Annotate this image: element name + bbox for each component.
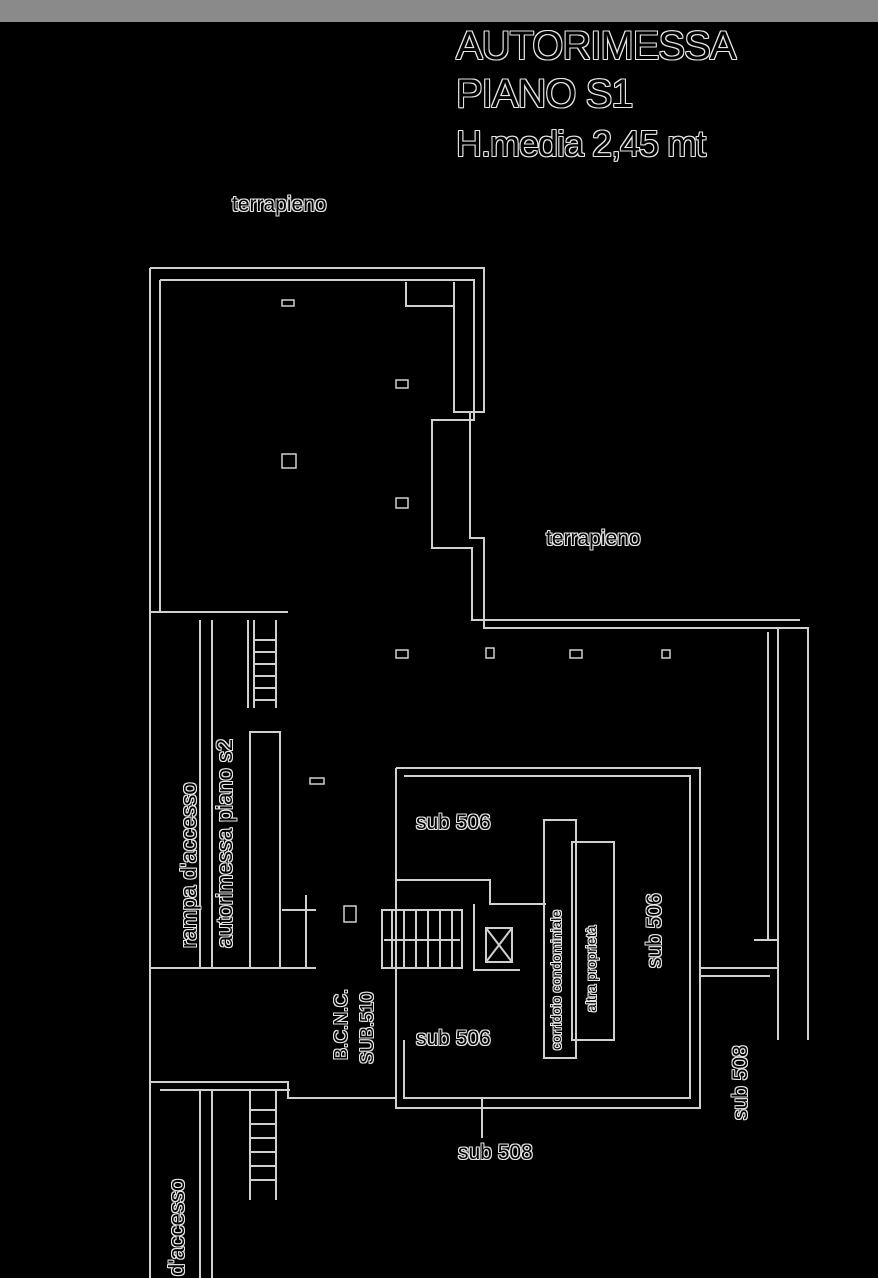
bottom-stair (249, 1090, 277, 1200)
bottom-wall (150, 1081, 700, 1109)
column-9 (309, 777, 325, 785)
column-1 (281, 299, 295, 307)
label-ramp-target: autorimessa piano s2 (212, 738, 237, 948)
plan-height: H.media 2,45 mt (456, 123, 706, 164)
label-other-property: altra proprietà (583, 925, 599, 1012)
ramp-steps (254, 639, 276, 701)
ramp-door (282, 895, 316, 969)
column-3 (281, 453, 297, 469)
core-wall (473, 904, 520, 971)
bottom-ramp-walls (199, 1090, 213, 1278)
column-7 (569, 649, 583, 659)
column-8 (661, 649, 671, 659)
label-terrapieno-right: terrapieno (546, 527, 641, 550)
other-property-outline (571, 841, 615, 1041)
plan-title: AUTORIMESSA (456, 24, 736, 68)
label-sub506-upper: sub 506 (416, 811, 491, 834)
ramp-pillar (249, 731, 281, 969)
label-sub506-lower: sub 506 (416, 1027, 491, 1050)
label-access-bottom: d'accesso (164, 1178, 189, 1276)
plan-floor: PIANO S1 (456, 72, 634, 116)
corridor-outline (543, 819, 577, 1059)
label-terrapieno-top: terrapieno (232, 193, 327, 216)
core-outline (395, 767, 701, 1109)
label-sub508-right: sub 508 (729, 1045, 752, 1120)
notch-wall (453, 282, 474, 413)
label-ramp-access: rampa d'accesso (176, 782, 201, 948)
core-inner (403, 775, 691, 1099)
column-2 (395, 379, 409, 389)
label-bcnc: B.C.N.C. (331, 988, 351, 1060)
column-5 (395, 649, 409, 659)
label-sub506-vertical: sub 506 (643, 893, 666, 968)
label-sub510: SUB.510 (357, 991, 377, 1064)
right-link (700, 939, 779, 977)
column-4 (395, 497, 409, 509)
header-bar (0, 0, 878, 22)
outer-wall (150, 267, 809, 1040)
label-corridor: corridoio condominiale (548, 909, 564, 1050)
elevator (485, 927, 513, 963)
label-sub508-bottom: sub 508 (458, 1141, 533, 1164)
outer-wall-inner (160, 279, 800, 621)
corner-notch (405, 282, 455, 307)
column-10 (343, 905, 357, 923)
stair-box (381, 909, 463, 969)
column-6 (485, 647, 495, 659)
bottom-steps (250, 1109, 276, 1181)
